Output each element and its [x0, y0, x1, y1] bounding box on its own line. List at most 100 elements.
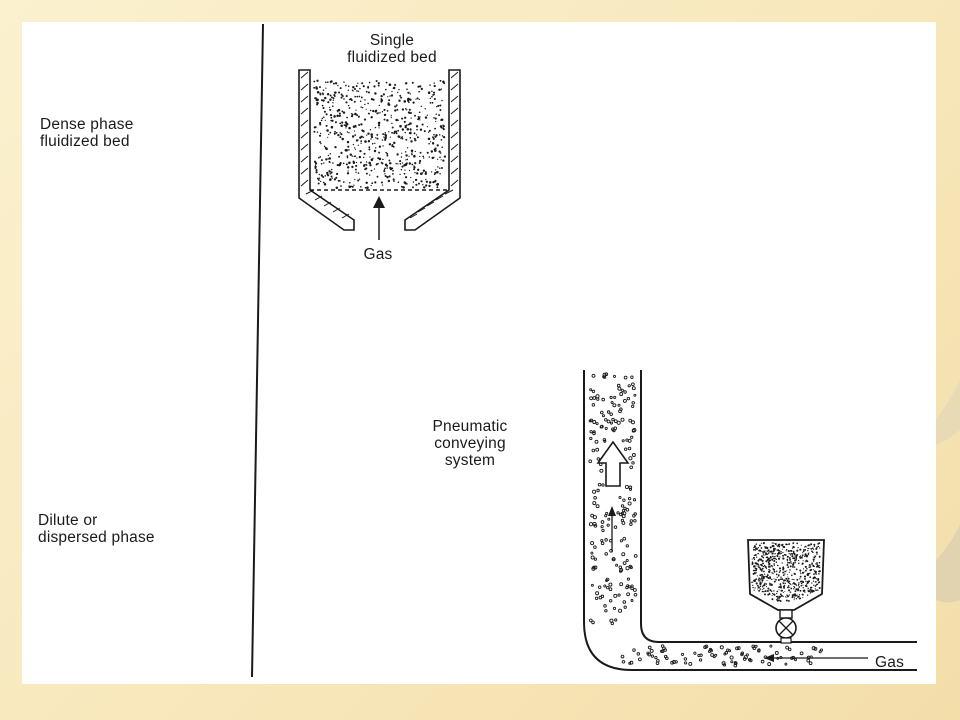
bed-particle	[422, 184, 424, 186]
bed-particle	[441, 167, 443, 169]
hopper-particle	[792, 562, 794, 564]
conveyor-particle	[590, 541, 595, 546]
bed-particle	[331, 168, 333, 171]
hopper-particle	[814, 570, 816, 573]
bed-particle	[409, 131, 412, 135]
hopper-particle	[758, 580, 760, 582]
fluidized-bed-vessel	[298, 69, 461, 240]
bed-particle	[382, 145, 384, 147]
conveyor-particle	[625, 566, 630, 571]
bed-particle	[368, 161, 371, 165]
bed-particle	[351, 165, 354, 169]
bed-particle	[333, 115, 336, 118]
conveyor-particle	[597, 482, 602, 487]
hopper-particle	[799, 575, 802, 578]
bed-particle	[378, 127, 380, 129]
conveyor-particle	[623, 375, 628, 380]
conveyor-particle	[723, 652, 727, 656]
bed-particle	[433, 133, 435, 136]
bed-particle	[384, 138, 387, 141]
bed-particle	[432, 91, 436, 94]
conveyor-particle	[627, 439, 632, 443]
conveyor-particle	[600, 424, 604, 429]
conveyor-particle	[785, 645, 789, 650]
hopper-particle	[785, 550, 787, 552]
bed-particle	[336, 114, 339, 118]
conveyor-particle	[719, 645, 724, 650]
hopper-particle	[762, 554, 765, 556]
hopper-particle	[787, 550, 790, 553]
bed-particle	[401, 137, 404, 140]
hopper-particle	[787, 586, 789, 589]
bed-particle	[433, 156, 435, 159]
hopper-particle	[787, 562, 789, 564]
bed-particle	[383, 170, 386, 173]
hopper-particle	[758, 544, 761, 547]
conveyor-particle	[621, 439, 625, 443]
bed-particle	[332, 105, 334, 107]
bed-particle	[334, 145, 337, 149]
bed-particle	[400, 156, 403, 158]
hopper-particle	[812, 556, 814, 558]
bed-particle	[325, 87, 327, 89]
hopper-particle	[771, 566, 773, 568]
bed-particle	[346, 131, 349, 133]
bed-particle	[391, 131, 393, 134]
hopper-particle	[763, 591, 765, 593]
bed-particle	[347, 85, 350, 87]
bed-particle	[398, 88, 400, 91]
hopper-particle	[752, 572, 755, 575]
conveyor-particle	[621, 660, 626, 664]
hopper-particle	[789, 591, 792, 593]
hopper-particle	[773, 542, 775, 544]
conveyor-particle	[627, 501, 632, 506]
conveyor-particle	[629, 465, 634, 470]
bed-particle	[435, 113, 437, 115]
hopper-particle	[762, 565, 765, 568]
hopper-particle	[780, 586, 782, 589]
hopper-particle	[795, 556, 798, 558]
bed-particle	[406, 127, 410, 131]
hopper-particle	[764, 593, 766, 596]
hopper-particle	[804, 591, 806, 593]
conveyor-particle	[590, 513, 594, 518]
conveyor-particle	[591, 403, 596, 407]
hopper-particle	[762, 562, 764, 565]
conveyor-particle	[754, 644, 758, 648]
bed-particle	[428, 181, 432, 184]
hopper-particle	[806, 568, 808, 570]
bed-particle	[341, 137, 344, 141]
conveyor-particle	[596, 397, 600, 401]
bed-particle	[329, 131, 332, 134]
bed-particle	[322, 93, 324, 96]
bed-particle	[341, 94, 344, 97]
hopper-particle	[761, 559, 764, 562]
hopper-particle	[752, 581, 754, 583]
hopper-particle	[767, 573, 769, 575]
hopper-particle	[762, 542, 765, 545]
conveyor-particle	[684, 661, 688, 665]
bed-particle	[386, 175, 389, 179]
hopper-particle	[794, 553, 796, 555]
bed-particle	[380, 94, 383, 98]
bed-particle	[440, 139, 443, 141]
hopper-particle	[765, 560, 768, 563]
bed-particle	[370, 116, 373, 119]
bed-particle	[378, 157, 382, 161]
bed-particle	[433, 82, 435, 84]
hopper-particle	[793, 557, 796, 560]
bed-particle	[416, 97, 419, 100]
bed-particle	[394, 83, 397, 86]
bed-particle	[337, 133, 340, 137]
hopper-particle	[776, 552, 780, 555]
conveyor-particle	[618, 608, 623, 613]
hopper-particle	[792, 550, 795, 553]
hopper-particle	[764, 554, 766, 556]
hopper-particle	[777, 579, 780, 582]
conveyor-particle	[605, 511, 609, 515]
bed-particle	[421, 123, 424, 126]
bed-particle	[436, 106, 438, 108]
conveyor-particle	[600, 538, 604, 543]
hopper-particle	[771, 592, 774, 595]
bed-particle	[330, 119, 333, 122]
